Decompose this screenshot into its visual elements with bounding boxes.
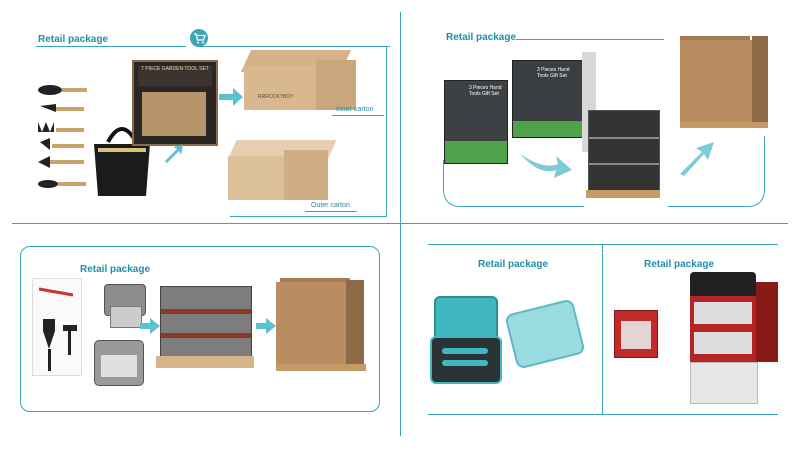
frame-bottom	[230, 216, 387, 217]
frame-corner-left	[443, 160, 584, 207]
inner-carton-side	[316, 60, 356, 110]
caption-underline	[305, 211, 357, 212]
grass-strip	[513, 121, 583, 137]
pallet-stack	[588, 110, 660, 192]
display-header	[690, 272, 756, 296]
box-b-text: 3 Pieces Hand Tools Gift Set	[537, 67, 570, 79]
gift-box: 7 PIECE GARDEN TOOL SET	[132, 60, 218, 146]
arrow-right-icon	[520, 154, 572, 178]
tool-case-large	[94, 340, 144, 386]
carton-front	[276, 282, 346, 364]
retail-box-a: 3 Pieces Hand Tools Gift Set	[444, 80, 508, 164]
panel-title: Retail package	[80, 264, 151, 275]
big-carton-pallet	[680, 122, 768, 128]
panel-title: Retail package	[644, 259, 715, 270]
panel-title: Retail package	[38, 34, 109, 45]
panel-top-line	[428, 244, 778, 245]
cart-icon[interactable]	[190, 29, 208, 47]
big-carton-side	[752, 36, 768, 122]
display-body	[690, 296, 756, 362]
carton-pallet	[276, 364, 366, 371]
display-base	[690, 362, 758, 404]
carton-side	[346, 280, 364, 364]
arrow-right-icon	[219, 88, 243, 106]
outer-carton-front	[228, 156, 284, 200]
vertical-divider	[400, 12, 401, 436]
blister-card	[614, 310, 658, 358]
garden-tools-image	[38, 85, 87, 188]
big-carton-front	[680, 40, 752, 122]
pallet-base	[586, 190, 660, 198]
panel-frame	[20, 246, 380, 412]
tool-case-open	[110, 306, 142, 328]
caption-underline	[332, 115, 384, 116]
outer-carton-caption: Outer carton	[311, 202, 350, 209]
retail-box-b: 3 Pieces Hand Tools Gift Set	[512, 60, 584, 138]
inner-carton-caption: Inner carton	[336, 106, 374, 113]
horizontal-divider	[12, 223, 788, 224]
grass-strip	[445, 141, 507, 163]
tools-thumbnail	[32, 278, 82, 376]
arrow-right-icon	[140, 318, 160, 334]
panel-split	[602, 244, 603, 414]
clear-case	[504, 298, 586, 370]
frame-edge	[386, 46, 387, 216]
title-underline-right	[200, 46, 390, 47]
panel-title: Retail package	[446, 32, 517, 43]
arrow-right-icon	[680, 142, 714, 176]
teal-case-lid	[434, 296, 498, 342]
title-underline	[516, 39, 664, 40]
frame-corner-right	[668, 136, 765, 207]
teal-case-tray	[430, 336, 502, 384]
pallet-base	[156, 356, 254, 368]
arrow-right-icon	[256, 318, 276, 334]
inner-carton-front: RRROCKTBOY	[244, 66, 316, 110]
title-underline	[36, 46, 186, 47]
gift-box-window	[142, 92, 206, 136]
box-a-text: 3 Pieces Hand Tools Gift Set	[469, 85, 502, 97]
panel-bottom-line	[428, 414, 778, 415]
display-side	[756, 282, 778, 362]
pallet-stack	[160, 286, 252, 358]
outer-carton-side	[284, 150, 328, 200]
panel-title: Retail package	[478, 259, 549, 270]
carton-brand-text: RRROCKTBOY	[258, 94, 294, 100]
gift-box-label: 7 PIECE GARDEN TOOL SET	[138, 66, 212, 86]
arrow-right-icon	[165, 145, 183, 163]
